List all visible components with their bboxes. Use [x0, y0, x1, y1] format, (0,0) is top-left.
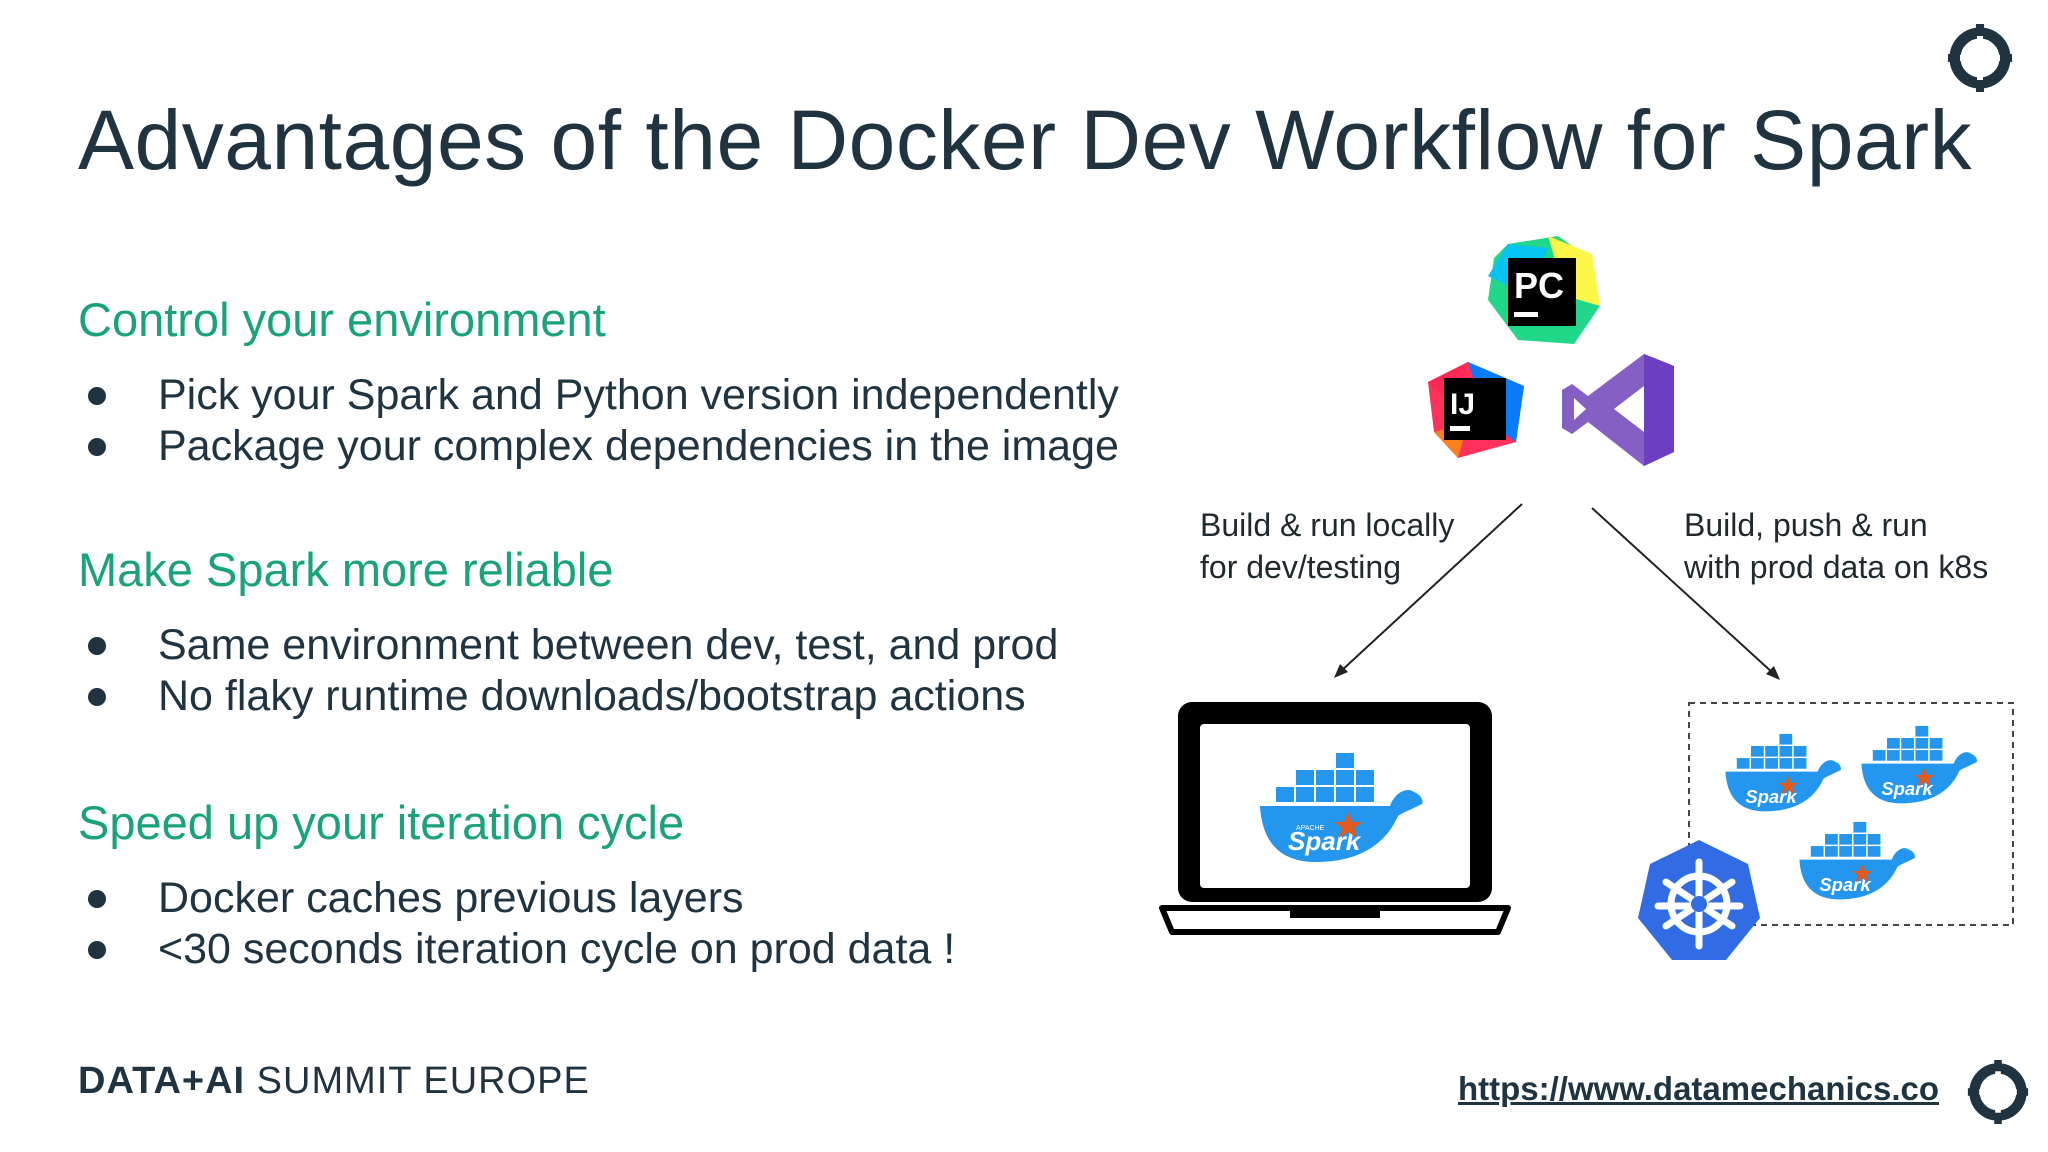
list-item: Package your complex dependencies in the…	[88, 421, 1119, 472]
pycharm-icon: PC	[1488, 236, 1600, 344]
bullet-dot	[88, 437, 106, 456]
bullet-dot	[88, 386, 106, 405]
bullet-dot	[88, 636, 106, 655]
event-name: DATA+AI SUMMIT EUROPE	[78, 1060, 590, 1102]
svg-text:APACHE: APACHE	[1296, 825, 1325, 832]
caption-local: Build & run locally for dev/testing	[1200, 507, 1455, 585]
bullet-dot	[88, 687, 106, 706]
bullet-list-iteration: Docker caches previous layers <30 second…	[88, 873, 955, 975]
section-heading-reliable: Make Spark more reliable	[78, 543, 614, 596]
list-item: Docker caches previous layers	[88, 873, 955, 924]
intellij-icon: IJ	[1428, 362, 1524, 458]
cluster-boundary	[1688, 702, 2014, 926]
datamechanics-logo-icon	[1948, 24, 2012, 92]
visual-studio-icon	[1562, 354, 1674, 466]
docker-spark-whale-icon: Spark	[1861, 725, 1977, 804]
laptop-icon	[1159, 702, 1511, 935]
bullet-list-reliable: Same environment between dev, test, and …	[88, 620, 1058, 722]
datamechanics-logo-icon	[1967, 1060, 2029, 1124]
svg-text:PC: PC	[1514, 265, 1564, 306]
bullet-dot	[88, 940, 106, 959]
arrow-cluster	[1591, 507, 1780, 680]
section-heading-control: Control your environment	[78, 293, 606, 346]
arrow-local	[1334, 503, 1523, 678]
list-item: Pick your Spark and Python version indep…	[88, 370, 1119, 421]
slide-title: Advantages of the Docker Dev Workflow fo…	[78, 93, 1973, 187]
list-item: No flaky runtime downloads/bootstrap act…	[88, 671, 1058, 722]
section-heading-iteration: Speed up your iteration cycle	[78, 796, 685, 849]
docker-spark-whale-icon: APACHE Spark	[1260, 753, 1423, 862]
bullet-dot	[88, 889, 106, 908]
list-item: <30 seconds iteration cycle on prod data…	[88, 924, 955, 975]
bullet-list-control: Pick your Spark and Python version indep…	[88, 370, 1119, 472]
kubernetes-icon	[1638, 840, 1760, 960]
docker-spark-whale-icon: Spark	[1799, 821, 1915, 900]
caption-cluster: Build, push & run with prod data on k8s	[1684, 507, 1989, 585]
svg-text:IJ: IJ	[1450, 388, 1475, 421]
docker-spark-whale-icon: Spark	[1725, 733, 1841, 812]
website-link[interactable]: https://www.datamechanics.co	[1458, 1070, 1940, 1107]
list-item: Same environment between dev, test, and …	[88, 620, 1058, 671]
